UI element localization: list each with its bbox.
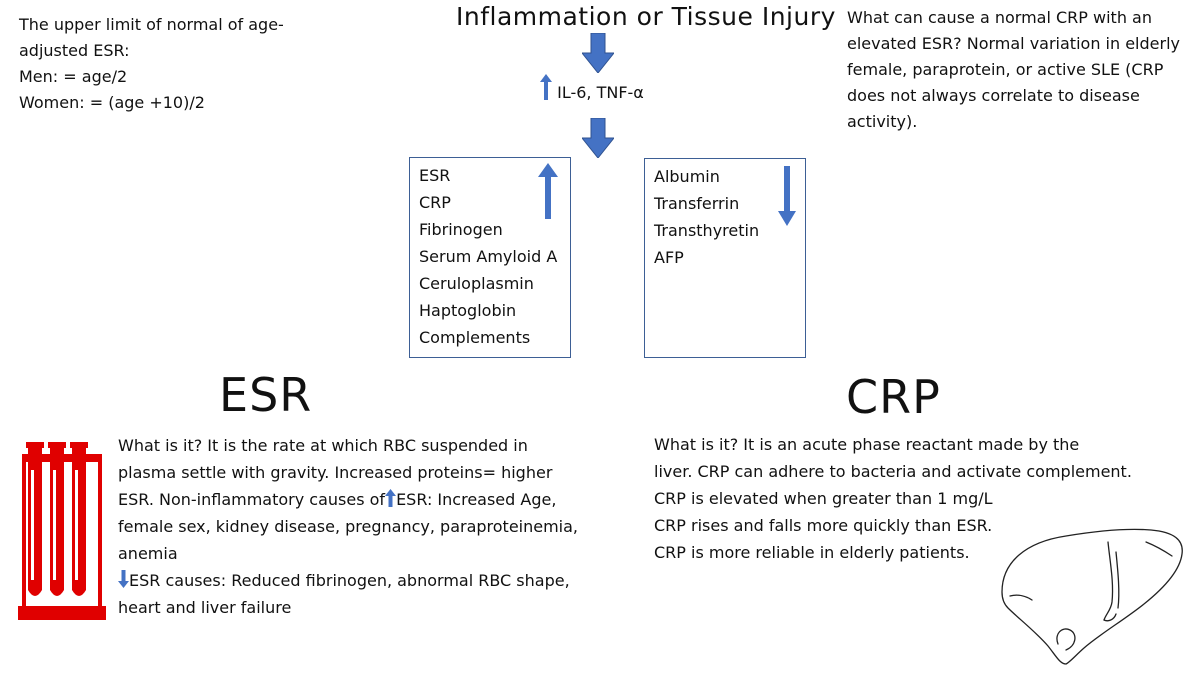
- esr-limit-line: Men: = age/2: [19, 67, 128, 86]
- crp-line: CRP rises and falls more quickly than ES…: [654, 516, 993, 535]
- decreased-proteins-box: Albumin Transferrin Transthyretin AFP: [644, 158, 806, 358]
- up-arrow-icon: [538, 163, 558, 219]
- esr-limit-note: The upper limit of normal of age- adjust…: [19, 12, 284, 116]
- crp-normal-line: female, paraprotein, or active SLE (CRP: [847, 60, 1164, 79]
- crp-description: What is it? It is an acute phase reactan…: [654, 431, 1132, 566]
- crp-normal-line: elevated ESR? Normal variation in elderl…: [847, 34, 1180, 53]
- list-item: Transthyretin: [654, 221, 760, 240]
- esr-line-part: ESR: Increased Age,: [396, 490, 557, 509]
- esr-line: female sex, kidney disease, pregnancy, p…: [118, 517, 579, 536]
- mediators-label: IL-6, TNF-α: [557, 83, 644, 102]
- crp-normal-note: What can cause a normal CRP with an elev…: [847, 5, 1180, 135]
- flow-down-arrow-icon: [582, 118, 614, 158]
- list-item: Ceruloplasmin: [419, 274, 534, 293]
- list-item: Transferrin: [654, 194, 740, 213]
- esr-line: heart and liver failure: [118, 598, 292, 617]
- crp-line: CRP is elevated when greater than 1 mg/L: [654, 489, 993, 508]
- esr-limit-line: Women: = (age +10)/2: [19, 93, 205, 112]
- esr-line: ESR causes: Reduced fibrinogen, abnormal…: [118, 567, 578, 594]
- list-item: CRP: [419, 193, 451, 212]
- esr-line-part: ESR causes: Reduced fibrinogen, abnormal…: [129, 571, 570, 590]
- mediators-row: IL-6, TNF-α: [540, 74, 644, 102]
- flow-down-arrow-icon: [582, 33, 614, 73]
- esr-description: What is it? It is the rate at which RBC …: [118, 432, 578, 621]
- esr-line-part: ESR. Non-inflammatory causes of: [118, 490, 386, 509]
- crp-line: What is it? It is an acute phase reactan…: [654, 435, 1080, 454]
- down-arrow-icon: [778, 166, 796, 226]
- test-tube-rack-icon: [18, 442, 106, 620]
- crp-line: liver. CRP can adhere to bacteria and ac…: [654, 462, 1132, 481]
- list-item: Serum Amyloid A: [419, 247, 558, 266]
- list-item: AFP: [654, 248, 684, 267]
- crp-heading: CRP: [846, 370, 941, 424]
- list-item: ESR: [419, 166, 451, 185]
- esr-line: What is it? It is the rate at which RBC …: [118, 436, 528, 455]
- list-item: Fibrinogen: [419, 220, 503, 239]
- esr-line: ESR. Non-inflammatory causes of ESR: Incr…: [118, 486, 578, 513]
- up-arrow-icon: [385, 489, 397, 507]
- crp-normal-line: does not always correlate to disease: [847, 86, 1140, 105]
- crp-line: CRP is more reliable in elderly patients…: [654, 543, 970, 562]
- crp-normal-line: What can cause a normal CRP with an: [847, 8, 1152, 27]
- esr-limit-line: adjusted ESR:: [19, 41, 130, 60]
- esr-line: anemia: [118, 544, 178, 563]
- esr-line: plasma settle with gravity. Increased pr…: [118, 463, 553, 482]
- page-title: Inflammation or Tissue Injury: [456, 2, 836, 31]
- list-item: Haptoglobin: [419, 301, 517, 320]
- esr-heading: ESR: [219, 368, 313, 422]
- up-arrow-icon: [540, 74, 552, 100]
- down-arrow-icon: [118, 570, 129, 588]
- list-item: Albumin: [654, 167, 720, 186]
- increased-proteins-box: ESR CRP Fibrinogen Serum Amyloid A Cerul…: [409, 157, 571, 358]
- crp-normal-line: activity).: [847, 112, 918, 131]
- list-item: Complements: [419, 328, 531, 347]
- esr-limit-line: The upper limit of normal of age-: [19, 15, 284, 34]
- liver-icon: [1001, 528, 1183, 665]
